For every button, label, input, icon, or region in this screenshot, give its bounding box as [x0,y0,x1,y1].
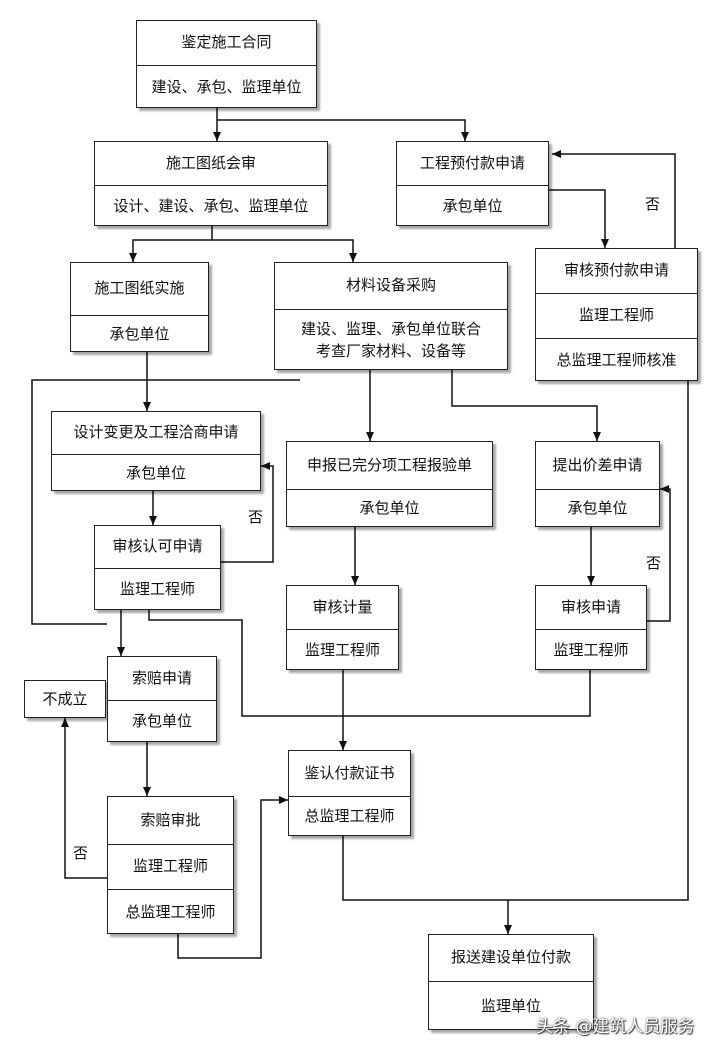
reject-label-approve: 否 [248,508,264,526]
box-procurement-desc: 建设、监理、承包单位联合 考查厂家材料、设备等 [275,309,507,371]
box-audit-approve-title: 审核认可申请 [112,537,203,556]
box-contract-party: 建设、承包、监理单位 [137,65,316,109]
connector-lines [31,108,689,959]
box-report-items-party: 承包单位 [287,489,492,528]
box-prepay-audit-title: 审核预付款申请 [563,261,669,280]
arrow-review-to-procurement [212,239,357,262]
arrow-procurement-to-pricediff [451,370,601,441]
arrow-contract-to-prepay [217,119,469,141]
box-report-payment: 报送建设单位付款 监理单位 [428,934,594,1030]
arrow-claimapprove-reject-to-notvalid [61,718,107,879]
box-procurement: 材料设备采购 建设、监理、承包单位联合 考查厂家材料、设备等 [274,262,508,370]
box-audit-apply-engineer: 监理工程师 [536,629,646,671]
line-left-loop [31,379,300,625]
line-prepay-to-payment [508,381,689,901]
box-audit-measure-engineer: 监理工程师 [287,629,398,671]
box-report-payment-title: 报送建设单位付款 [450,948,571,967]
box-price-diff: 提出价差申请 承包单位 [535,441,660,527]
arrow-approve-reject-to-change [221,462,274,563]
reject-label-claim: 否 [73,844,89,862]
box-drawing-review-title: 施工图纸会审 [165,153,256,172]
box-claim-approve-title: 索赔审批 [140,810,201,829]
arrow-review-to-impl [129,226,213,262]
box-report-items-title: 申报已完分项工程报验单 [306,455,472,474]
box-price-diff-title: 提出价差申请 [552,455,643,474]
box-drawing-impl-title: 施工图纸实施 [94,279,185,298]
box-drawing-review: 施工图纸会审 设计、建设、承包、监理单位 [94,141,328,226]
box-claim-approve-chief: 总监理工程师 [108,889,233,935]
box-not-valid-label: 不成立 [42,690,88,709]
box-price-diff-party: 承包单位 [536,489,659,528]
box-procurement-title: 材料设备采购 [345,276,436,295]
arrow-claimapprove-to-certificate [177,796,288,959]
line-approve-to-merge [148,610,591,717]
box-design-change: 设计变更及工程洽商申请 承包单位 [51,411,261,491]
box-claim-approve: 索赔审批 监理工程师 总监理工程师 [107,796,234,934]
box-claim-apply-title: 索赔申请 [131,668,192,687]
box-design-change-party: 承包单位 [52,454,260,492]
box-certificate: 鉴认付款证书 总监理工程师 [288,750,411,836]
box-prepay-audit-engineer: 监理工程师 [536,293,697,338]
reject-label-prepay: 否 [645,195,661,213]
box-drawing-review-party: 设计、建设、承包、监理单位 [95,185,327,227]
box-audit-apply: 审核申请 监理工程师 [535,585,647,670]
box-prepay-audit-chief: 总监理工程师核准 [536,338,697,382]
box-prepay-apply: 工程预付款申请 承包单位 [396,141,549,226]
box-claim-apply-party: 承包单位 [108,700,216,743]
arrow-prepay-to-audit [549,189,609,248]
box-prepay-apply-party: 承包单位 [397,185,548,227]
box-design-change-title: 设计变更及工程洽商申请 [73,423,239,442]
arrow-audit-reject-to-prepay [552,150,676,248]
box-claim-approve-engineer: 监理工程师 [108,844,233,889]
box-not-valid: 不成立 [24,680,106,718]
arrow-certificate-to-payment [342,836,512,934]
box-claim-apply: 索赔申请 承包单位 [107,656,217,742]
box-audit-approve: 审核认可申请 监理工程师 [94,525,221,610]
box-contract-title: 鉴定施工合同 [181,33,272,52]
box-prepay-apply-title: 工程预付款申请 [419,153,525,172]
box-audit-apply-title: 审核申请 [560,597,621,616]
box-report-items: 申报已完分项工程报验单 承包单位 [286,441,493,527]
reject-label-apply: 否 [646,554,662,572]
box-contract: 鉴定施工合同 建设、承包、监理单位 [136,20,317,108]
box-certificate-title: 鉴认付款证书 [304,763,395,782]
box-prepay-audit: 审核预付款申请 监理工程师 总监理工程师核准 [535,248,698,381]
box-audit-measure-title: 审核计量 [312,597,373,616]
box-drawing-impl: 施工图纸实施 承包单位 [70,262,209,352]
box-certificate-chief: 总监理工程师 [289,796,410,837]
watermark: 头条 @建筑人员服务 [536,1017,695,1037]
box-audit-measure: 审核计量 监理工程师 [286,585,399,670]
arrow-apply-reject-to-pricediff [647,485,671,622]
box-report-payment-party: 监理单位 [429,981,593,1031]
box-audit-approve-engineer: 监理工程师 [95,568,220,611]
box-drawing-impl-party: 承包单位 [71,315,208,353]
